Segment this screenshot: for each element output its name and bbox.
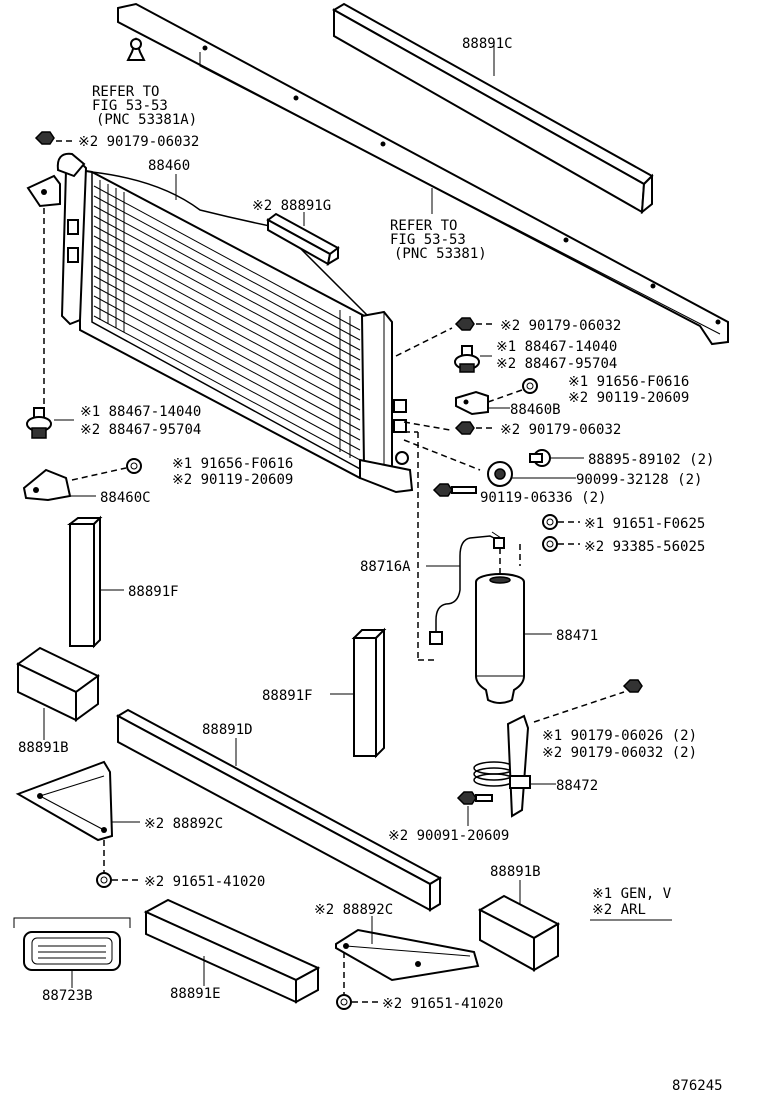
label-88716A: 88716A bbox=[360, 559, 411, 575]
label-91651-41020-right: ※2 91651-41020 bbox=[382, 996, 503, 1012]
bracket-88892C-right bbox=[335, 928, 480, 982]
label-88460B: 88460B bbox=[510, 402, 561, 418]
foam-bar-88891D bbox=[115, 708, 443, 912]
label-left-91656-F0616: ※1 91656-F0616 bbox=[172, 456, 293, 472]
refer-text-2-line1: REFER TO bbox=[390, 218, 457, 234]
diagram-number: 876245 bbox=[672, 1078, 723, 1094]
label-left-88467-14040: ※1 88467-14040 bbox=[80, 404, 201, 420]
rubber-mount-right bbox=[454, 345, 480, 373]
label-88895-89102: 88895-89102 (2) bbox=[588, 452, 714, 468]
grommet-icon bbox=[487, 461, 513, 487]
washer-icon bbox=[542, 536, 558, 552]
label-88891F-left: 88891F bbox=[128, 584, 179, 600]
bracket-88460C bbox=[22, 468, 72, 502]
label-88891B-left: 88891B bbox=[18, 740, 69, 756]
refer-text-1-line3: (PNC 53381A) bbox=[96, 112, 197, 128]
label-88891E: 88891E bbox=[170, 986, 221, 1002]
label-88723B: 88723B bbox=[42, 988, 93, 1004]
legend-line-1: ※1 GEN, V bbox=[592, 886, 672, 902]
foam-block-88891F-center bbox=[351, 627, 387, 759]
legend-line-2: ※2 ARL bbox=[592, 902, 646, 918]
bracket-88460B bbox=[455, 390, 489, 416]
label-right-88467-14040: ※1 88467-14040 bbox=[496, 339, 617, 355]
receiver-dryer-88471 bbox=[475, 573, 525, 704]
label-90179-06032-c: ※2 90179-06032 (2) bbox=[542, 745, 697, 761]
label-right-90179-06032-b: ※2 90179-06032 bbox=[500, 422, 621, 438]
nut-icon bbox=[454, 317, 475, 331]
label-90119-06336: 90119-06336 (2) bbox=[480, 490, 606, 506]
label-right-90179-06032-a: ※2 90179-06032 bbox=[500, 318, 621, 334]
pipe-88716A bbox=[429, 531, 505, 645]
washer-icon bbox=[96, 872, 112, 888]
label-88471: 88471 bbox=[556, 628, 598, 644]
condenser-88460 bbox=[26, 152, 414, 494]
label-90099-32128: 90099-32128 (2) bbox=[576, 472, 702, 488]
label-88460C: 88460C bbox=[100, 490, 151, 506]
washer-icon bbox=[542, 514, 558, 530]
washer-icon bbox=[336, 994, 352, 1010]
label-88472: 88472 bbox=[556, 778, 598, 794]
label-88891C: 88891C bbox=[462, 36, 513, 52]
refer-text-2-line2: FIG 53-53 bbox=[390, 232, 466, 248]
push-clip-top bbox=[126, 36, 146, 61]
label-88892C-right: ※2 88892C bbox=[314, 902, 393, 918]
label-right-91656-F0616: ※1 91656-F0616 bbox=[568, 374, 689, 390]
rubber-mount-left bbox=[26, 407, 52, 439]
pin-icon bbox=[529, 449, 551, 467]
refer-text-2-line3: (PNC 53381) bbox=[394, 246, 487, 262]
bracket-88892C-left bbox=[15, 760, 114, 842]
washer-icon bbox=[126, 458, 142, 474]
foam-strip-88891C bbox=[332, 2, 654, 215]
label-93385-56025: ※2 93385-56025 bbox=[584, 539, 705, 555]
bracket-88472 bbox=[473, 714, 531, 818]
label-90091-20609: ※2 90091-20609 bbox=[388, 828, 509, 844]
label-plate-88723B bbox=[13, 917, 131, 971]
refer-text-1-line2: FIG 53-53 bbox=[92, 98, 168, 114]
label-90179-06032-top: ※2 90179-06032 bbox=[78, 134, 199, 150]
label-91651-41020-left: ※2 91651-41020 bbox=[144, 874, 265, 890]
refer-text-1-line1: REFER TO bbox=[92, 84, 159, 100]
label-left-90119-20609: ※2 90119-20609 bbox=[172, 472, 293, 488]
foam-pad-88891G bbox=[266, 212, 340, 267]
bolt-icon bbox=[432, 483, 477, 497]
label-left-88467-95704: ※2 88467-95704 bbox=[80, 422, 201, 438]
label-88891D: 88891D bbox=[202, 722, 253, 738]
foam-block-88891F-left bbox=[67, 515, 103, 649]
foam-bar-88891E bbox=[143, 898, 321, 1004]
nut-icon bbox=[622, 679, 643, 693]
nut-icon bbox=[454, 421, 475, 435]
label-88892C-left: ※2 88892C bbox=[144, 816, 223, 832]
washer-icon bbox=[522, 378, 538, 394]
foam-block-88891B-left bbox=[16, 646, 100, 722]
foam-block-88891B-right bbox=[477, 894, 561, 972]
label-right-90119-20609: ※2 90119-20609 bbox=[568, 390, 689, 406]
label-88891G: ※2 88891G bbox=[252, 198, 331, 214]
label-91651-F0625: ※1 91651-F0625 bbox=[584, 516, 705, 532]
label-right-88467-95704: ※2 88467-95704 bbox=[496, 356, 617, 372]
label-90179-06026: ※1 90179-06026 (2) bbox=[542, 728, 697, 744]
top-support-bracket bbox=[117, 2, 729, 346]
label-88891B-right: 88891B bbox=[490, 864, 541, 880]
label-88460: 88460 bbox=[148, 158, 190, 174]
nut-icon bbox=[34, 131, 55, 145]
label-88891F-center: 88891F bbox=[262, 688, 313, 704]
bolt-icon bbox=[456, 791, 493, 805]
